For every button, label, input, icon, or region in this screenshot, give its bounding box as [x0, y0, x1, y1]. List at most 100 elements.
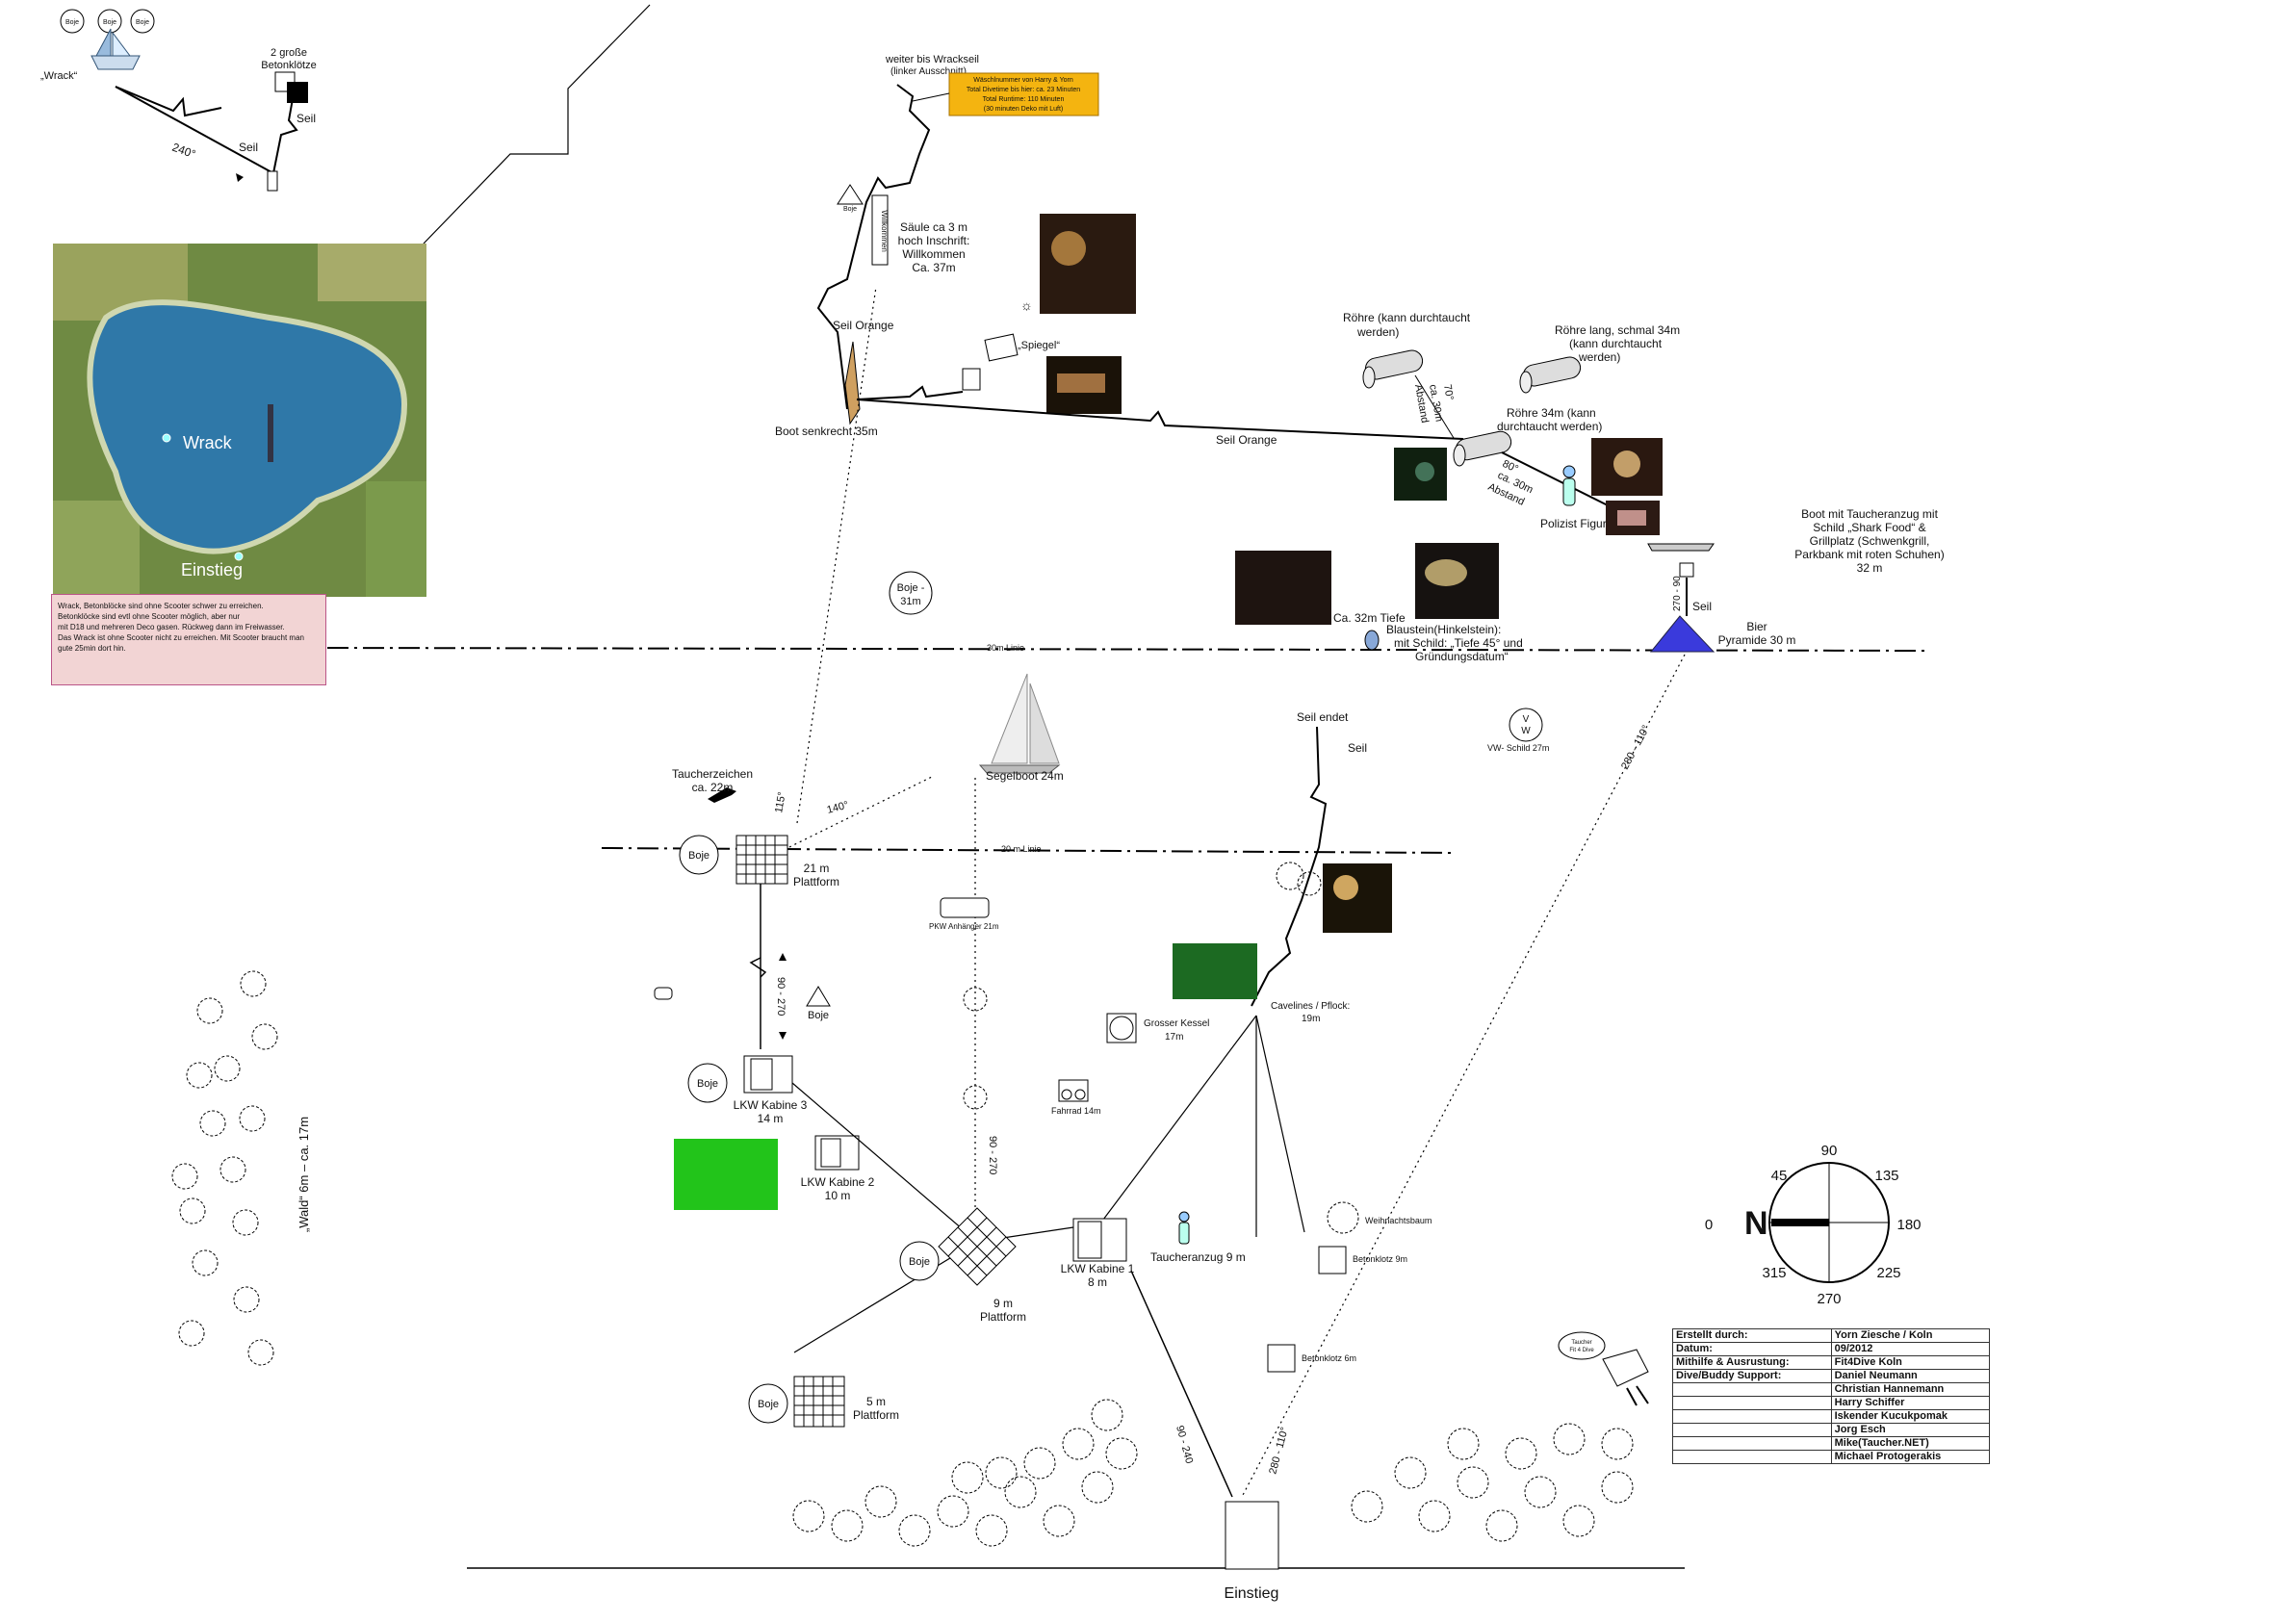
label-text: Total Runtime: 110 Minuten — [983, 96, 1065, 103]
label-text: Grosser Kessel — [1144, 1018, 1209, 1029]
wald-label: „Wald“ 6m – ca. 17m — [297, 1117, 311, 1232]
shark-boat-icon — [1647, 543, 1715, 552]
label-text: Säule ca 3 m — [900, 220, 967, 234]
label-text: 270 — [1817, 1291, 1841, 1307]
label-text: Fit4Dive Koln — [1830, 1355, 1991, 1370]
label-text: 10 m — [825, 1189, 851, 1202]
linie-30-label: 30m Linie — [987, 643, 1024, 653]
lkw-kabine-2-icon — [814, 1135, 860, 1171]
plattform-9-icon — [938, 1207, 1017, 1286]
label-text: „Spiegel“ — [1018, 340, 1060, 351]
label-text: Jorg Esch — [1830, 1423, 1991, 1437]
table-row: Dive/Buddy Support:Daniel Neumann — [1672, 1369, 1991, 1383]
label-text: 315 — [1762, 1265, 1786, 1281]
label-text: Das Wrack ist ohne Scooter nicht zu erre… — [58, 633, 304, 642]
waesche-info-box — [948, 72, 1099, 116]
label-text: Boje - — [897, 582, 925, 594]
tree-icon — [1276, 862, 1322, 896]
label-text: Weihnachtsbaum — [1365, 1216, 1432, 1225]
compass-rose: N 90 45 135 0 180 315 225 270 — [1705, 1143, 1922, 1307]
label-text: Taucher — [1571, 1340, 1591, 1346]
label-text: Seil endet — [1297, 710, 1349, 724]
aerial-photo: Wrack Einstieg — [53, 244, 426, 597]
label-text: Mike(Taucher.NET) — [1830, 1436, 1991, 1451]
deg-240-label: 240° — [170, 141, 197, 162]
label-text: Fahrrad 14m — [1051, 1106, 1101, 1116]
label-text: Boje — [688, 850, 709, 862]
label-text: Wäschlnummer von Harry & Yorn — [973, 77, 1073, 84]
label-text: Yorn Ziesche / Koln — [1830, 1328, 1991, 1343]
label-text: 31m — [900, 596, 920, 607]
label-text: 90 — [1821, 1143, 1838, 1159]
label-text: Willkommen — [902, 247, 965, 261]
label-text: 90 - 270 — [775, 977, 787, 1016]
label-text: Mithilfe & Ausrustung: — [1672, 1355, 1832, 1370]
linie-20-label: 20 m Linie — [1001, 844, 1042, 854]
betonklotz-9-icon — [1318, 1246, 1347, 1274]
label-text: Fit 4 Dive — [1569, 1348, 1594, 1353]
label-text: 17m — [1165, 1032, 1183, 1043]
boje-triangle-icon — [806, 986, 831, 1007]
label-text: (kann durchtaucht — [1569, 337, 1663, 350]
label-text: Taucherzeichen — [672, 767, 753, 781]
label-text: Blaustein(Hinkelstein): — [1386, 623, 1501, 636]
label-text: 280 - 110° — [1619, 724, 1652, 772]
lkw-kabine-1-icon — [1072, 1218, 1127, 1262]
label-text: Bier — [1746, 620, 1767, 633]
photo-thumbnail — [1040, 214, 1136, 314]
table-row: Datum:09/2012 — [1672, 1342, 1991, 1356]
label-text: werden) — [1356, 325, 1399, 339]
label-text: W — [1521, 726, 1531, 736]
chair-icon — [962, 368, 981, 391]
label-text: 140° — [826, 799, 850, 815]
label-text: Boje — [758, 1399, 779, 1410]
label-text: Ca. 37m — [912, 261, 955, 274]
label-text: 45 — [1771, 1168, 1788, 1184]
sailboat-icon — [978, 673, 1061, 774]
label-text: Taucheranzug 9 m — [1150, 1250, 1246, 1264]
label-text — [1672, 1396, 1832, 1410]
label-text: Iskender Kucukpomak — [1830, 1409, 1991, 1424]
boje-31m-icon — [889, 571, 933, 615]
bicycle-icon — [1058, 1079, 1089, 1102]
label-text: Total Divetime bis hier: ca. 23 Minuten — [967, 87, 1080, 93]
boje-5-icon — [748, 1383, 788, 1424]
betonklotz-icon — [287, 82, 308, 103]
label-text: 8 m — [1088, 1275, 1107, 1289]
betonkloetze-label-1: 2 große — [271, 47, 307, 59]
linker-ausschnitt-label: (linker Ausschnitt) — [890, 66, 967, 77]
blaustein-icon — [1364, 630, 1380, 651]
label-text: 280 - 110° — [1267, 1426, 1291, 1475]
table-row: Michael Protogerakis — [1672, 1450, 1991, 1464]
boot-senkrecht-icon — [844, 341, 861, 425]
label-text: Boje — [697, 1078, 718, 1090]
label-text: 90 - 270 — [987, 1136, 998, 1174]
label-text: Betonklotz 6m — [1302, 1353, 1356, 1363]
table-row: Mithilfe & Ausrustung:Fit4Dive Koln — [1672, 1355, 1991, 1370]
label-text: 09/2012 — [1830, 1342, 1991, 1356]
label-text: Boje — [808, 1010, 829, 1021]
label-text: hoch Inschrift: — [898, 234, 970, 247]
boje-label: Boje — [136, 19, 149, 26]
lkw-kabine-3-icon — [743, 1055, 793, 1094]
pkw-anhaenger-icon — [940, 897, 990, 918]
label-text: gute 25min dort hin. — [58, 644, 126, 653]
label-text: 115° — [773, 791, 788, 814]
label-text: Cavelines / Pflock: — [1271, 1001, 1350, 1012]
label-text: werden) — [1578, 350, 1620, 364]
label-text: PKW Anhänger 21m — [929, 922, 999, 931]
label-text: (30 minuten Deko mit Luft) — [984, 106, 1063, 113]
betonklotz-6-icon — [1267, 1344, 1296, 1373]
label-text: mit Schild: „Tiefe 45° und — [1394, 636, 1523, 650]
tree-icon — [1327, 1201, 1359, 1234]
seil-label: Seil — [239, 141, 258, 154]
label-text: LKW Kabine 2 — [801, 1175, 875, 1189]
label-text: Röhre lang, schmal 34m — [1555, 323, 1680, 337]
seil-endet-rope — [1251, 726, 1328, 1007]
table-row: Harry Schiffer — [1672, 1396, 1991, 1410]
label-text: Betonklotz 9m — [1353, 1254, 1407, 1264]
label-text: Seil Orange — [1216, 433, 1277, 447]
boje-lkw3-icon — [687, 1063, 728, 1103]
betonkloetze-label-2: Betonklötze — [261, 60, 316, 71]
